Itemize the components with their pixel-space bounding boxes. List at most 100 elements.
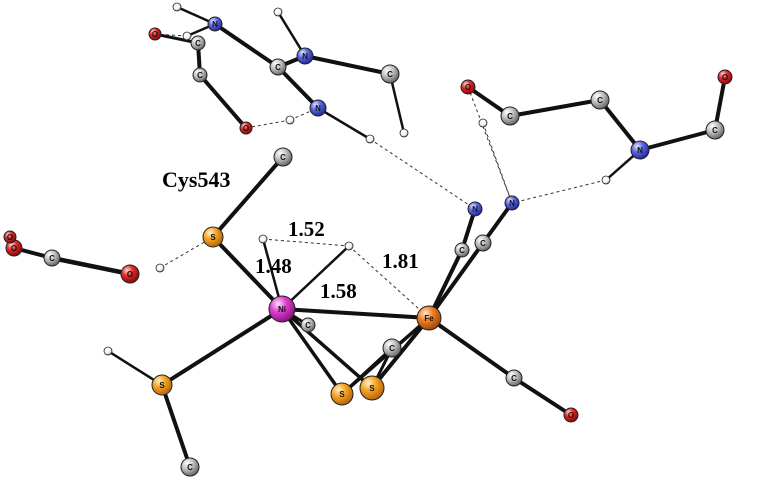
- atom-h-h1: [258, 234, 268, 244]
- distance-h1-h2: 1.52: [288, 217, 325, 241]
- atom-label: S: [210, 233, 216, 242]
- atom-sphere: [717, 69, 733, 85]
- atom-label: O: [11, 244, 17, 253]
- atom-sphere: [344, 241, 354, 251]
- atom-o-o6: O: [120, 264, 140, 284]
- atom-sphere: [192, 67, 208, 83]
- atom-sphere: [500, 106, 520, 126]
- distance-ni-h1: 1.48: [255, 254, 292, 278]
- atom-sphere: [359, 375, 385, 401]
- atom-c-c8: C: [43, 249, 61, 267]
- atom-n-n1: N: [207, 16, 223, 32]
- atom-h-h_o6: [155, 263, 165, 273]
- atom-c-c7: C: [705, 120, 725, 140]
- atom-sphere: [365, 134, 375, 144]
- atom-sphere: [330, 382, 354, 406]
- bond-ni-fe: [280, 307, 431, 320]
- residue-label-cys543: Cys543: [162, 167, 230, 192]
- atom-label: C: [275, 63, 281, 72]
- atom-c-c4: C: [380, 64, 400, 84]
- atom-sphere: [705, 120, 725, 140]
- bond-c2-o2: [198, 73, 248, 130]
- atom-s-s1: S: [202, 226, 224, 248]
- bond-n3-h_n3: [316, 106, 372, 141]
- atom-h-h_o2: [285, 115, 295, 125]
- bond-s4-h_s4: [106, 349, 164, 387]
- atom-sphere: [190, 35, 206, 51]
- atom-n-n4: N: [630, 140, 650, 160]
- atom-label: C: [511, 374, 517, 383]
- atom-sphere: [151, 374, 173, 396]
- bond-fe-cfe3: [427, 316, 516, 380]
- atom-label: O: [152, 30, 158, 39]
- bond-fe-cfe1: [427, 248, 464, 320]
- atom-sphere: [454, 242, 470, 258]
- atom-label: Fe: [424, 314, 434, 323]
- bond-s1-ni: [211, 235, 284, 311]
- atom-sphere: [103, 346, 113, 356]
- atom-label: O: [243, 124, 249, 133]
- atom-sphere: [590, 90, 610, 110]
- atom-c-c6: C: [590, 90, 610, 110]
- atom-c-cfe3: C: [505, 369, 523, 387]
- atom-s-s2: S: [330, 382, 354, 406]
- bond-ni-s3: [280, 307, 374, 390]
- bond-c4-h_c4: [388, 72, 406, 135]
- atom-c-c3: C: [269, 58, 287, 76]
- atom-label: O: [465, 83, 471, 92]
- atom-sphere: [399, 128, 409, 138]
- atom-sphere: [467, 201, 483, 217]
- atom-label: S: [159, 381, 165, 390]
- atom-sphere: [601, 175, 611, 185]
- atom-ni-ni: Ni: [268, 295, 296, 323]
- bond-ni-h2: [280, 244, 351, 311]
- atom-o-o2: O: [239, 121, 253, 135]
- bond-s1-c9: [211, 155, 285, 239]
- atom-h-h_n1a: [182, 31, 192, 41]
- distance-ni-h2: 1.58: [320, 279, 357, 303]
- atom-sphere: [269, 58, 287, 76]
- bond-ni-s2: [280, 307, 344, 396]
- bond-cfe3-o7: [512, 376, 573, 417]
- atom-label: C: [597, 96, 603, 105]
- atom-label: C: [49, 254, 55, 263]
- atom-label: Ni: [278, 305, 286, 314]
- atom-o-o4: O: [717, 69, 733, 85]
- atom-h-h_c4: [399, 128, 409, 138]
- atom-sphere: [120, 264, 140, 284]
- atom-label: S: [339, 390, 345, 399]
- bond-c3-n3: [276, 65, 320, 110]
- atom-sphere: [182, 31, 192, 41]
- atom-c-c9: C: [273, 147, 293, 167]
- atom-label: O: [568, 411, 574, 420]
- atom-sphere: [273, 7, 283, 17]
- atom-n-nfe2: N: [504, 195, 520, 211]
- atom-label: C: [459, 246, 465, 255]
- atom-label: C: [480, 239, 486, 248]
- atom-o-o5b: O: [3, 230, 17, 244]
- atom-o-o7: O: [563, 407, 579, 423]
- atom-label: O: [7, 233, 13, 242]
- atom-sphere: [239, 121, 253, 135]
- atom-c-cs1: C: [382, 338, 402, 358]
- hbond-h_n4-nfe2: [511, 179, 607, 204]
- atom-sphere: [148, 27, 162, 41]
- atom-label: N: [509, 199, 515, 208]
- atom-label: C: [187, 463, 193, 472]
- atom-label: C: [280, 153, 286, 162]
- atom-sphere: [155, 263, 165, 273]
- atom-label: C: [712, 126, 718, 135]
- atom-c-c1: C: [190, 35, 206, 51]
- bond-n2-h_n2: [276, 10, 307, 58]
- bond-c8-o6: [49, 255, 133, 277]
- atom-sphere: [3, 230, 17, 244]
- atom-h-h_n4: [601, 175, 611, 185]
- atom-sphere: [309, 99, 327, 117]
- hbond-h_o6-s1: [159, 236, 214, 269]
- atom-h-h_n3: [365, 134, 375, 144]
- atom-fe-fe: Fe: [416, 305, 442, 331]
- atom-label: N: [472, 205, 478, 214]
- bond-fe-cfe2: [427, 241, 485, 320]
- hbond-h_o3-nfe2: [482, 122, 513, 204]
